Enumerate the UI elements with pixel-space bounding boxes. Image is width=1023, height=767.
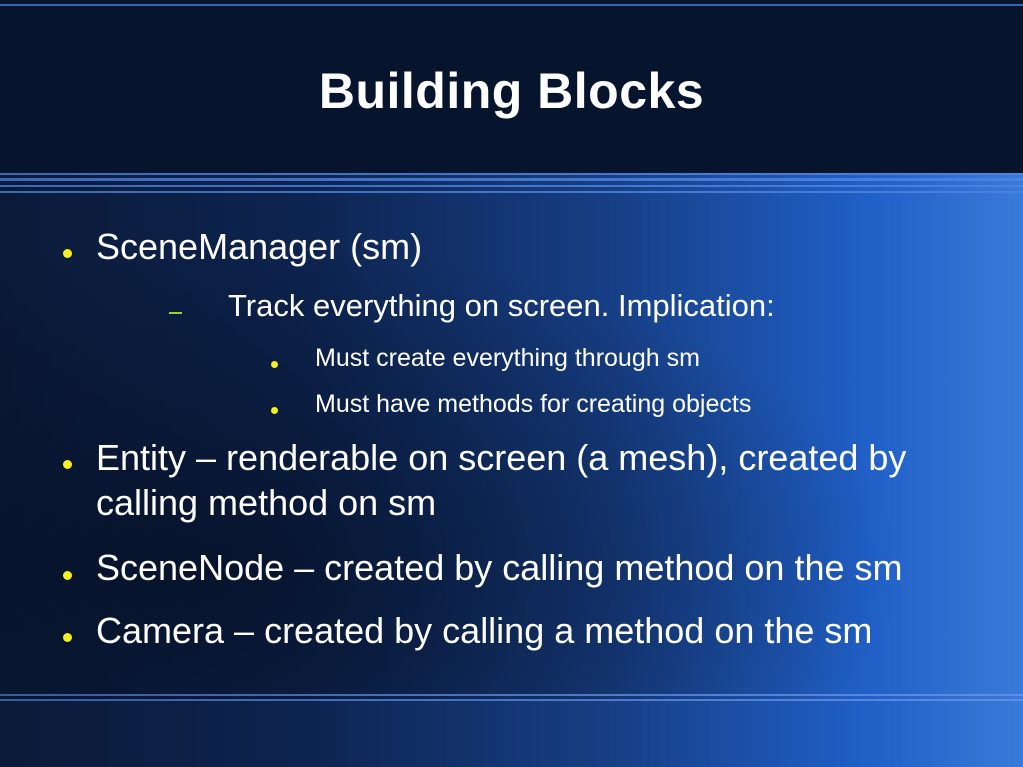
title-band bbox=[0, 0, 1023, 175]
slide-title: Building Blocks bbox=[318, 63, 705, 119]
bullet-item-continuation: calling method on sm bbox=[96, 482, 437, 523]
title-divider-line bbox=[0, 173, 1023, 175]
bullet-item: SceneNode – created by calling method on… bbox=[96, 547, 903, 588]
sub-bullet-item: Track everything on screen. Implication: bbox=[228, 288, 775, 323]
bullet-item: Camera – created by calling a method on … bbox=[96, 610, 873, 651]
bullet-dot-icon bbox=[63, 571, 72, 580]
bullet-dot-icon bbox=[63, 633, 72, 642]
bullet-dot-icon bbox=[271, 407, 278, 414]
footer-divider-line bbox=[0, 694, 1023, 696]
bullet-dot-icon bbox=[63, 249, 72, 258]
bullet-item: SceneManager (sm) bbox=[96, 226, 423, 267]
title-divider-line-3 bbox=[0, 185, 1023, 187]
bullet-dot-icon bbox=[63, 460, 72, 469]
dash-bullet-icon bbox=[169, 312, 182, 314]
title-divider-line-2 bbox=[0, 178, 1023, 181]
footer-divider-line-2 bbox=[0, 699, 1023, 701]
bullet-item: Entity – renderable on screen (a mesh), … bbox=[96, 437, 907, 478]
title-divider-line-4 bbox=[0, 191, 1023, 193]
top-divider-line bbox=[0, 4, 1023, 6]
sub-sub-bullet-item: Must create everything through sm bbox=[315, 344, 700, 372]
bullet-dot-icon bbox=[271, 361, 278, 368]
sub-sub-bullet-item: Must have methods for creating objects bbox=[315, 390, 752, 418]
